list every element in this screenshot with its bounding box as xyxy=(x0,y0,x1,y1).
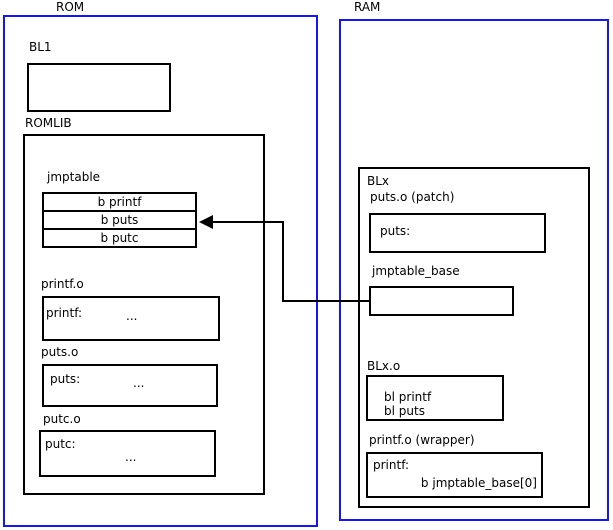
puts-o-box: puts: ... xyxy=(42,364,218,407)
putc-symbol: putc: xyxy=(45,437,76,451)
blx-o-line-bl-puts: bl puts xyxy=(384,404,425,418)
puts-symbol: puts: xyxy=(50,372,81,386)
jmptable-entry-putc: b putc xyxy=(42,228,197,248)
blx-o-label: BLx.o xyxy=(367,359,401,373)
jmptable-base-label: jmptable_base xyxy=(372,264,460,278)
bl1-box xyxy=(27,63,171,112)
jmptable-label: jmptable xyxy=(47,170,101,184)
jmptable-entry-puts: b puts xyxy=(42,210,197,230)
printf-symbol: printf: xyxy=(46,306,83,320)
printf-wrapper-branch: b jmptable_base[0] xyxy=(420,476,537,490)
printf-ellipsis: ... xyxy=(126,309,138,323)
printf-wrapper-symbol: printf: xyxy=(373,458,410,472)
jmptable-box: b printf b puts b putc xyxy=(42,192,197,248)
connector-line-lower-horizontal xyxy=(282,300,370,302)
printf-o-box: printf: ... xyxy=(42,296,220,341)
putc-ellipsis: ... xyxy=(125,450,137,464)
printf-o-label: printf.o xyxy=(41,277,84,291)
puts-o-label: puts.o xyxy=(41,345,79,359)
putc-o-box: putc: ... xyxy=(39,430,216,477)
jmptable-base-box xyxy=(369,286,514,316)
puts-patch-symbol: puts: xyxy=(380,224,411,238)
jmptable-entry-printf: b printf xyxy=(42,192,197,212)
puts-patch-box: puts: xyxy=(369,213,546,253)
blx-o-box: bl printf bl puts xyxy=(366,375,504,421)
bl1-label: BL1 xyxy=(29,40,52,54)
ram-region-box xyxy=(339,19,609,521)
rom-region-label: ROM xyxy=(56,0,85,14)
ram-region-label: RAM xyxy=(354,0,381,14)
printf-wrapper-box: printf: b jmptable_base[0] xyxy=(366,452,543,498)
puts-ellipsis: ... xyxy=(133,376,145,390)
printf-wrapper-label: printf.o (wrapper) xyxy=(369,433,475,447)
puts-patch-label: puts.o (patch) xyxy=(370,190,455,204)
blx-o-line-bl-printf: bl printf xyxy=(384,390,432,404)
connector-line-vertical xyxy=(282,221,284,302)
blx-label: BLx xyxy=(367,174,390,188)
romlib-label: ROMLIB xyxy=(25,116,72,130)
putc-o-label: putc.o xyxy=(43,412,81,426)
rom-region-box xyxy=(3,15,318,527)
connector-line-upper-horizontal xyxy=(212,221,284,223)
arrowhead-to-jmptable-puts xyxy=(199,215,213,229)
